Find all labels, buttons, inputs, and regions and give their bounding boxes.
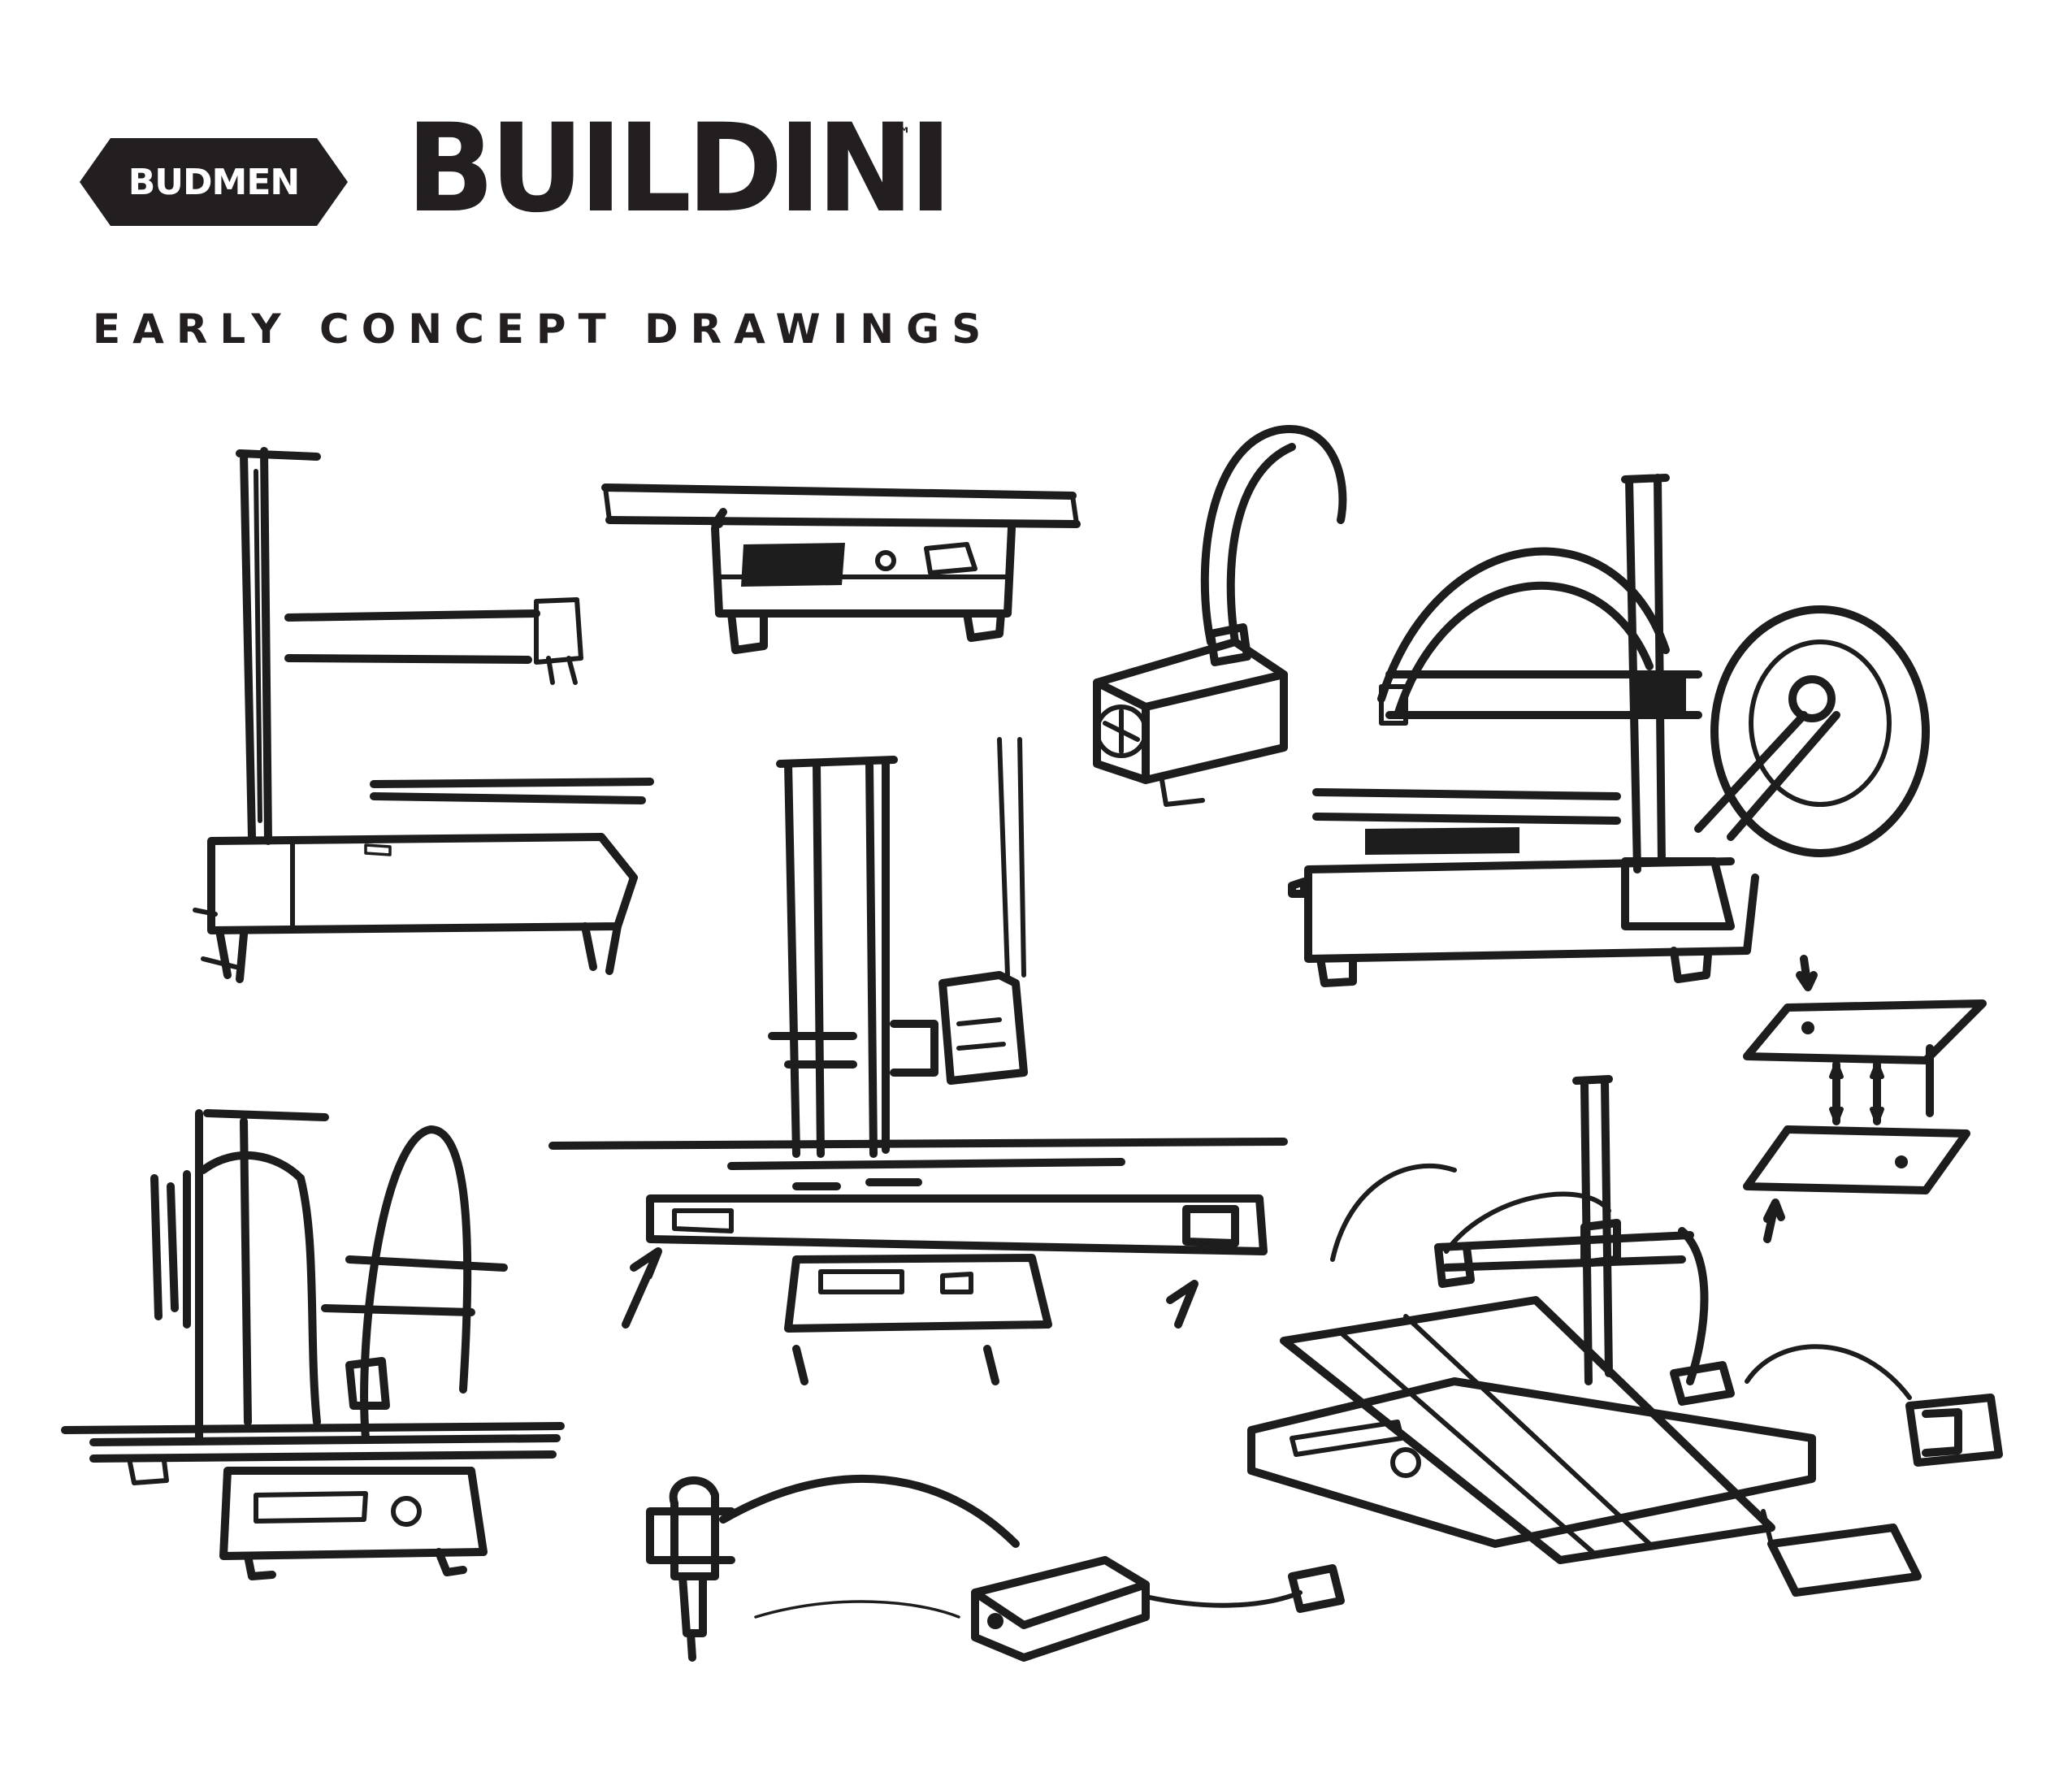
printer-side-view-sketch (179, 439, 666, 991)
build-plate-base-sketch (601, 479, 1089, 658)
page-title: EARLY CONCEPT DRAWINGS (93, 306, 994, 353)
extruder-fan-head-sketch (1073, 414, 1365, 821)
header: BUDMEN BUILDINI ™ EARLY CONCEPT DRAWINGS (0, 0, 2072, 390)
budmen-logo-badge: BUDMEN (80, 138, 348, 226)
printer-frame-sketch (57, 1097, 577, 1609)
badge-shape (80, 138, 348, 226)
hotend-cable-sketch (634, 1454, 1365, 1723)
build-plate-leveling-sketch (1731, 955, 2007, 1251)
printer-with-spool-sketch (1276, 471, 1942, 991)
printer-perspective-sketch (1243, 1073, 2039, 1633)
trademark-symbol: ™ (892, 124, 912, 146)
product-wordmark: BUILDINI (406, 98, 952, 240)
badge-text: BUDMEN (128, 161, 300, 203)
printer-front-view-sketch (544, 731, 1292, 1398)
